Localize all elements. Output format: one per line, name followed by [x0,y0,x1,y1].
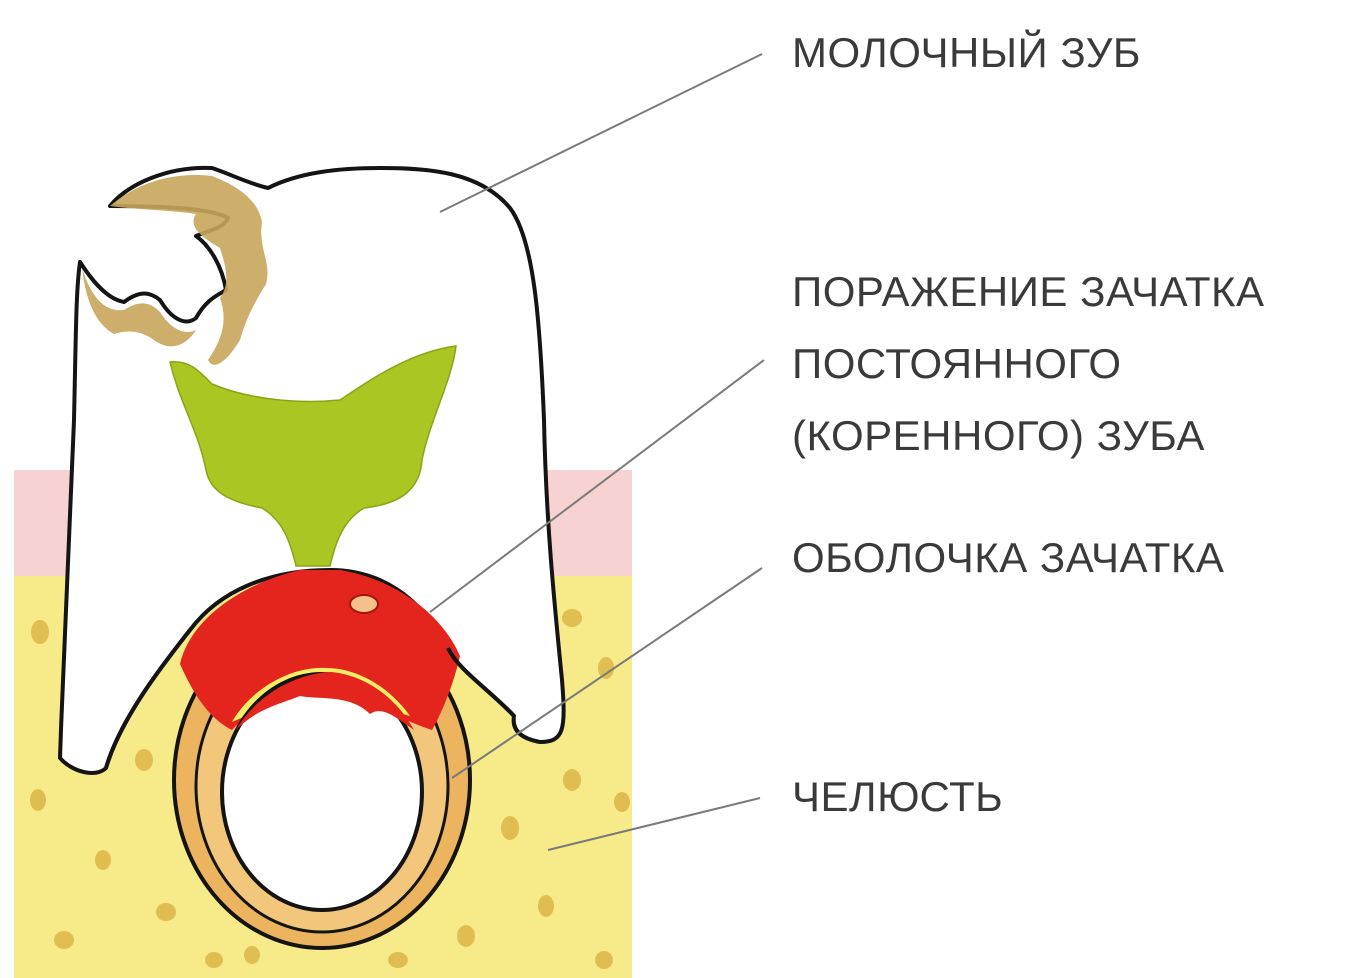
label-germ-damage-line-2: ПОСТОЯННОГО [792,328,1265,400]
label-germ-sheath-text: ОБОЛОЧКА ЗАЧАТКА [792,523,1224,592]
label-germ-damage: ПОРАЖЕНИЕ ЗАЧАТКА ПОСТОЯННОГО (КОРЕННОГО… [792,256,1265,473]
damage-dot [350,595,378,613]
leader-line-tooth [440,54,762,212]
label-germ-sheath: ОБОЛОЧКА ЗАЧАТКА [792,523,1224,592]
label-baby-tooth: МОЛОЧНЫЙ ЗУБ [792,18,1141,87]
label-jaw-text: ЧЕЛЮСТЬ [792,762,1003,831]
label-germ-damage-line-3: (КОРЕННОГО) ЗУБА [792,400,1265,472]
label-jaw: ЧЕЛЮСТЬ [792,762,1003,831]
label-germ-damage-line-1: ПОРАЖЕНИЕ ЗАЧАТКА [792,256,1265,328]
label-baby-tooth-text: МОЛОЧНЫЙ ЗУБ [792,18,1141,87]
